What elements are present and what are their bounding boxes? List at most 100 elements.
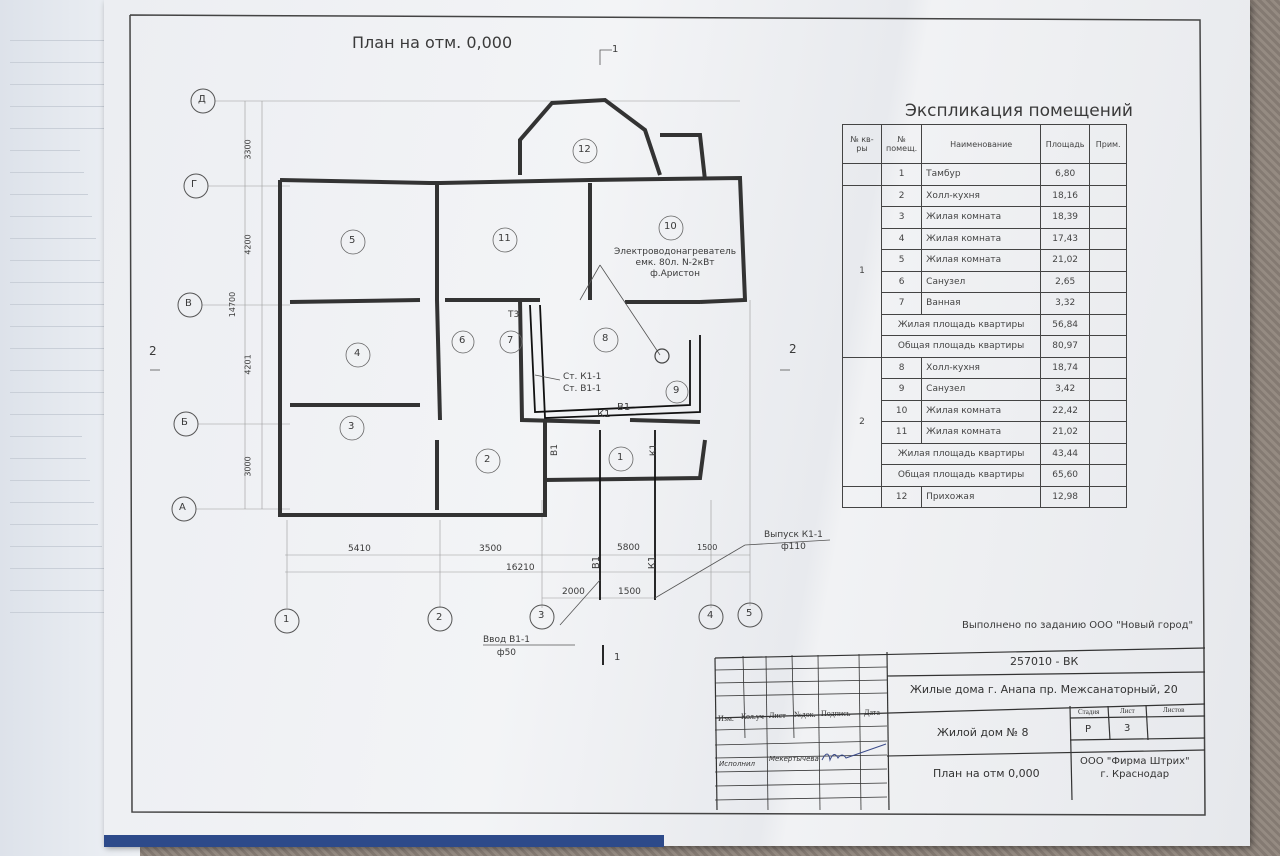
underlying-text-line xyxy=(10,612,114,613)
room-number: 10 xyxy=(664,221,677,232)
header-area: Площадь xyxy=(1040,124,1091,164)
underlying-text-line xyxy=(10,238,96,239)
underlying-text-line xyxy=(10,458,86,459)
section-mark-top: 1 xyxy=(612,44,619,55)
signature xyxy=(821,743,887,762)
underlying-text-line xyxy=(10,436,82,437)
dim-horizontal: 5800 xyxy=(617,543,640,553)
underlying-text-line xyxy=(10,282,104,283)
underlying-text-line xyxy=(10,194,88,195)
underlying-text-line xyxy=(10,326,112,327)
outlet-note: Выпуск К1-1 ф110 xyxy=(764,530,823,552)
col-header: Изм. xyxy=(718,714,734,723)
person-name: Мекертычева xyxy=(769,755,819,763)
header-apt: № кв-ры xyxy=(842,124,882,164)
dim-horizontal: 3500 xyxy=(479,544,502,554)
water-heater-symbol xyxy=(654,348,670,364)
company: ООО "Фирма Штрих" г. Краснодар xyxy=(1080,756,1190,780)
walls xyxy=(278,97,748,517)
room-number: 3 xyxy=(348,421,355,432)
stage-value: Р xyxy=(1085,724,1092,735)
col-header: Дата xyxy=(864,708,880,717)
sheet-value: 3 xyxy=(1124,723,1131,734)
room-number: 9 xyxy=(673,385,680,396)
underlying-text-line xyxy=(10,568,106,569)
axis-col-label: 2 xyxy=(436,612,443,623)
role-label: Исполнил xyxy=(719,760,756,768)
pipe-label-k1: К1 xyxy=(597,409,611,420)
section-mark-bottom: 1 xyxy=(614,652,621,663)
room-number: 1 xyxy=(617,452,624,463)
pipes xyxy=(529,304,701,665)
room-number: 6 xyxy=(459,335,466,346)
water-heater-note: Электроводонагреватель емк. 80л. N-2кВт … xyxy=(614,247,737,279)
header-name: Наименование xyxy=(921,124,1042,164)
underlying-text-line xyxy=(10,62,114,63)
commission-note: Выполнено по заданию ООО "Новый город" xyxy=(962,620,1194,631)
axis-col-label: 5 xyxy=(746,608,753,619)
underlying-text-line xyxy=(10,348,116,349)
header-room-num: № помещ. xyxy=(880,124,923,164)
underlying-text-line xyxy=(10,216,92,217)
inlet-note: Ввод В1-1 ф50 xyxy=(483,635,530,658)
axis-col-label: 4 xyxy=(707,610,714,621)
underlying-text-line xyxy=(10,172,84,173)
underlying-text-line xyxy=(10,392,124,393)
riser-note: Ст. К1-1 Ст. В1-1 xyxy=(563,372,602,394)
dim-horizontal: 5410 xyxy=(348,544,371,554)
dim-horizontal-total: 16210 xyxy=(506,563,535,573)
room-number: 11 xyxy=(498,233,511,244)
dim-pipe: 2000 xyxy=(562,587,585,597)
grid-lines xyxy=(196,100,751,608)
room-circles xyxy=(339,138,689,474)
dim-horizontal: 1500 xyxy=(697,543,718,552)
room-number: 12 xyxy=(578,144,591,155)
underlying-text-line xyxy=(10,502,94,503)
note-cell xyxy=(1089,485,1128,508)
pipe-label-t3: Т3 xyxy=(508,310,520,320)
sheet-title: План на отм 0,000 xyxy=(933,767,1040,780)
header-note: Прим. xyxy=(1089,124,1128,164)
section-mark-left: 2 xyxy=(149,344,157,358)
underlying-text-line xyxy=(10,370,120,371)
folder-edge xyxy=(104,835,664,847)
underlying-text-line xyxy=(10,84,118,85)
axis-col-label: 1 xyxy=(283,614,290,625)
explication-title: Экспликация помещений xyxy=(905,101,1133,121)
sheet-header: Лист xyxy=(1120,707,1135,715)
plan-title: План на отм. 0,000 xyxy=(352,33,513,52)
room-number: 8 xyxy=(602,333,609,344)
room-number: 4 xyxy=(354,348,361,359)
underlying-text-line xyxy=(10,304,108,305)
sheets-header: Листов xyxy=(1163,706,1185,714)
underlying-text-line xyxy=(10,546,102,547)
axis-row-label: В xyxy=(185,298,192,309)
axis-circles xyxy=(171,88,763,634)
room-number-cell: 12 xyxy=(880,485,923,508)
apartment-cell: 1 xyxy=(842,184,882,358)
room-number: 7 xyxy=(507,335,514,346)
room-number: 5 xyxy=(349,235,356,246)
axis-row-label: А xyxy=(179,502,186,513)
axis-col-label: 3 xyxy=(538,610,545,621)
underlying-text-line xyxy=(10,150,80,151)
underlying-text-line xyxy=(10,524,98,525)
room-number-cell: 10 xyxy=(880,399,923,422)
section-mark-right: 2 xyxy=(789,342,797,356)
col-header: Лист xyxy=(769,711,786,720)
stage-header: Стадия xyxy=(1078,708,1100,716)
col-header: Кол.уч xyxy=(741,712,764,721)
col-header: №док. xyxy=(794,710,816,719)
underlying-text-line xyxy=(10,128,126,129)
